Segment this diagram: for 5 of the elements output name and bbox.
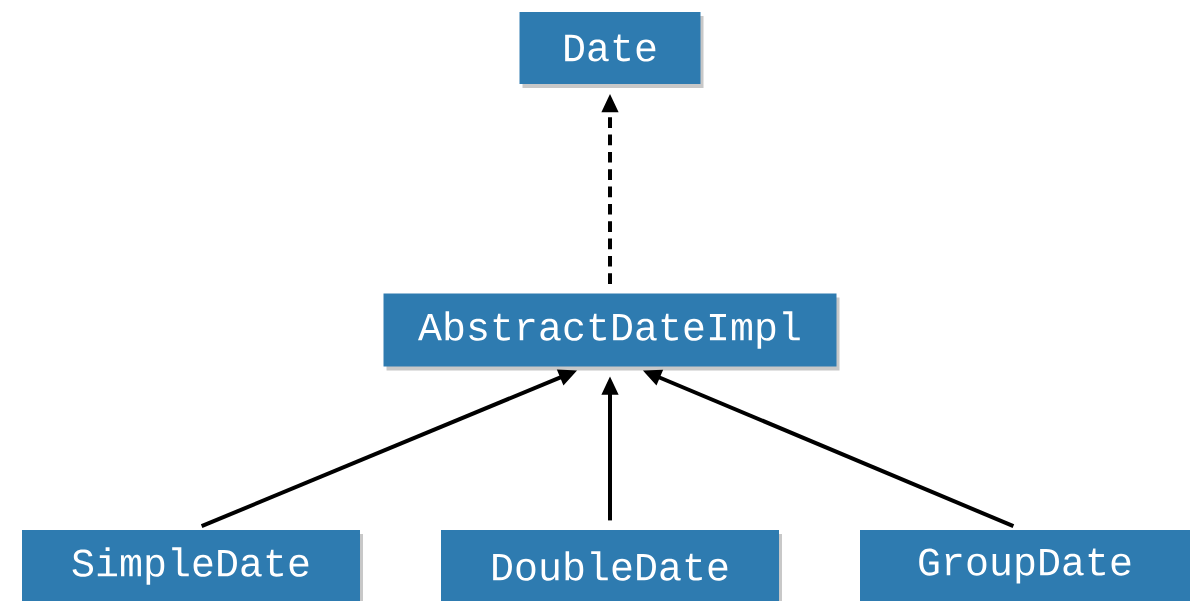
- class-box: GroupDate: [860, 530, 1190, 601]
- class-box: SimpleDate: [22, 530, 363, 601]
- class-box: AbstractDateImpl: [383, 293, 840, 371]
- class-box: DoubleDate: [441, 530, 782, 601]
- class-box: Date: [519, 12, 704, 88]
